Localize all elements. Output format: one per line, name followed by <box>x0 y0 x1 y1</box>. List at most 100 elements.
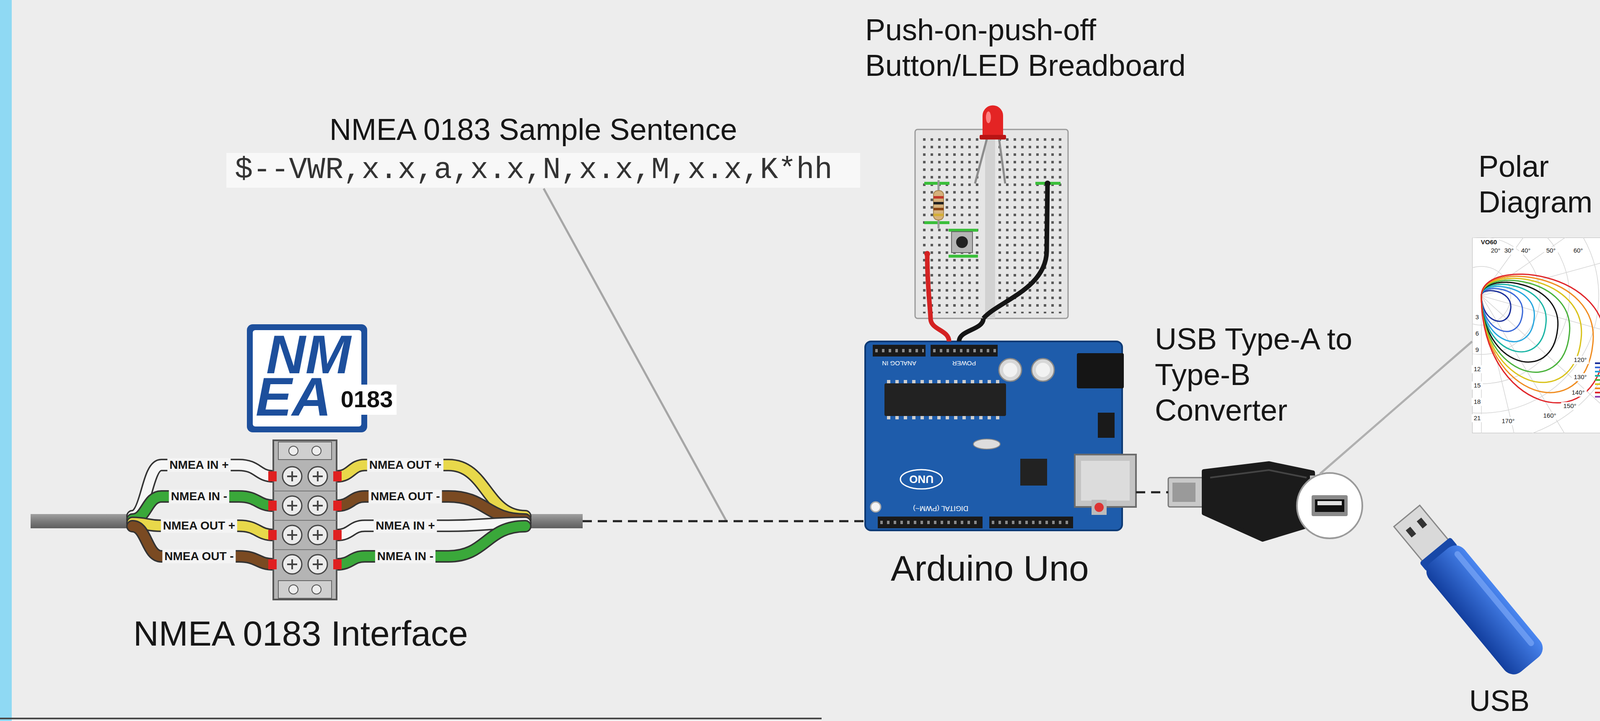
angle-tick: 160° <box>1540 412 1559 421</box>
terminal-block <box>333 500 342 511</box>
chart-title: VO60 <box>1478 238 1499 247</box>
polar-chart <box>1481 295 1600 330</box>
terminal-block <box>333 559 342 570</box>
angle-tick: 20° <box>1488 246 1503 255</box>
polar-chart <box>1481 274 1600 403</box>
nmea-logo <box>246 324 397 433</box>
usb-adapter <box>1317 501 1342 506</box>
polar-chart <box>1594 387 1600 390</box>
arduino-board <box>886 380 1004 384</box>
arduino-board <box>1094 503 1104 513</box>
sentence-heading: NMEA 0183 Sample Sentence <box>329 114 738 145</box>
polar-chart <box>1594 383 1600 386</box>
polar-chart <box>1481 276 1594 393</box>
nmea-cables <box>30 514 136 529</box>
polar-chart <box>1594 391 1600 394</box>
usb-adapter <box>1210 470 1307 478</box>
terminal-block <box>308 554 328 575</box>
serial-link <box>582 520 866 523</box>
polar-chart <box>1594 363 1600 397</box>
signal-name: NMEA IN - <box>168 490 230 504</box>
arduino-uno: Arduino Uno <box>865 341 1136 598</box>
output-link <box>1319 341 1473 475</box>
angle-tick: 120° <box>1571 356 1589 365</box>
polar-chart <box>1481 295 1600 406</box>
terminal-block <box>291 559 294 570</box>
usb-stick <box>1421 540 1548 680</box>
radius-tick: 3 <box>1473 313 1481 322</box>
polar-chart <box>1472 237 1600 434</box>
arduino-board <box>1091 500 1107 516</box>
usb-adapter <box>1311 495 1348 517</box>
breadboard-drawing <box>951 231 973 253</box>
terminal-block <box>316 530 319 541</box>
terminal-block <box>311 585 322 595</box>
breadboard-drawing <box>979 134 1007 140</box>
terminal-block <box>282 466 302 487</box>
usb-stick <box>1416 518 1428 530</box>
arduino-board <box>877 516 983 529</box>
arduino-board <box>870 502 881 513</box>
logo-text: 0183 <box>340 386 394 413</box>
terminal-block <box>268 559 277 570</box>
black-wire <box>959 318 984 342</box>
radius-tick: 18 <box>1471 398 1484 407</box>
board-marking: POWER <box>952 360 977 368</box>
nmea-interface: NMEA 0183 Interface <box>25 435 583 663</box>
terminal-block <box>308 466 328 487</box>
signal-name: NMEA IN + <box>373 519 437 534</box>
arduino-board <box>884 383 1007 417</box>
component-label: USB Type-A to Type-B Converter <box>1154 321 1382 429</box>
component-label: Push-on-push-off Button/LED Breadboard <box>865 12 1201 84</box>
leader-line <box>543 188 727 522</box>
signal-name: NMEA IN - <box>375 549 436 564</box>
breadboard-drawing <box>924 221 950 225</box>
breadboard-drawing <box>933 213 944 217</box>
breadboard-drawing <box>985 129 996 319</box>
arduino-board <box>933 349 996 353</box>
breadboard-drawing <box>998 137 1006 184</box>
board-marking: UNO <box>909 473 934 486</box>
usb-link <box>1135 491 1169 494</box>
component-label: NMEA 0183 Interface <box>133 616 468 652</box>
polar-chart <box>1334 149 1600 443</box>
terminal-block <box>268 500 277 511</box>
angle-tick: 170° <box>1499 417 1517 426</box>
terminal-block <box>273 490 337 492</box>
page-frame <box>0 718 822 720</box>
arduino-board <box>872 344 926 357</box>
usb-adapter <box>1296 473 1363 539</box>
breadboard: Push-on-push-off Button/LED Breadboard <box>915 129 1069 319</box>
polar-chart <box>1594 362 1600 365</box>
logo-text: NM <box>266 331 351 379</box>
polar-chart <box>1481 280 1570 373</box>
arduino-board <box>973 439 1001 450</box>
arduino-board <box>989 516 1074 529</box>
usb-converter: USB Type-A to Type-B Converter <box>1168 461 1366 545</box>
signal-name: NMEA OUT - <box>368 490 442 504</box>
terminal-block <box>273 520 337 522</box>
terminal-block <box>273 440 337 600</box>
nmea-logo <box>337 384 397 415</box>
arduino-board <box>1031 358 1055 382</box>
angle-tick: 60° <box>1571 246 1586 255</box>
angle-tick: 150° <box>1561 402 1579 411</box>
polar-chart <box>1594 375 1600 377</box>
board-marking: ANALOG IN <box>881 360 917 368</box>
breadboard-drawing <box>924 181 1061 258</box>
breadboard-drawing <box>985 111 991 124</box>
board-marking: DIGITAL (PWM~) <box>912 504 969 513</box>
page-frame <box>0 0 12 721</box>
arduino-board <box>865 341 1136 531</box>
terminal-block <box>311 446 322 456</box>
breadboard-drawing <box>915 129 1069 319</box>
signal-name: NMEA OUT + <box>367 458 444 473</box>
usb-stick <box>1405 526 1417 538</box>
page-frame <box>0 0 822 721</box>
red-wire <box>930 318 950 342</box>
usb-drive: USB <box>1400 490 1551 682</box>
terminal-block <box>282 466 328 575</box>
logo-text: EA <box>255 373 332 421</box>
